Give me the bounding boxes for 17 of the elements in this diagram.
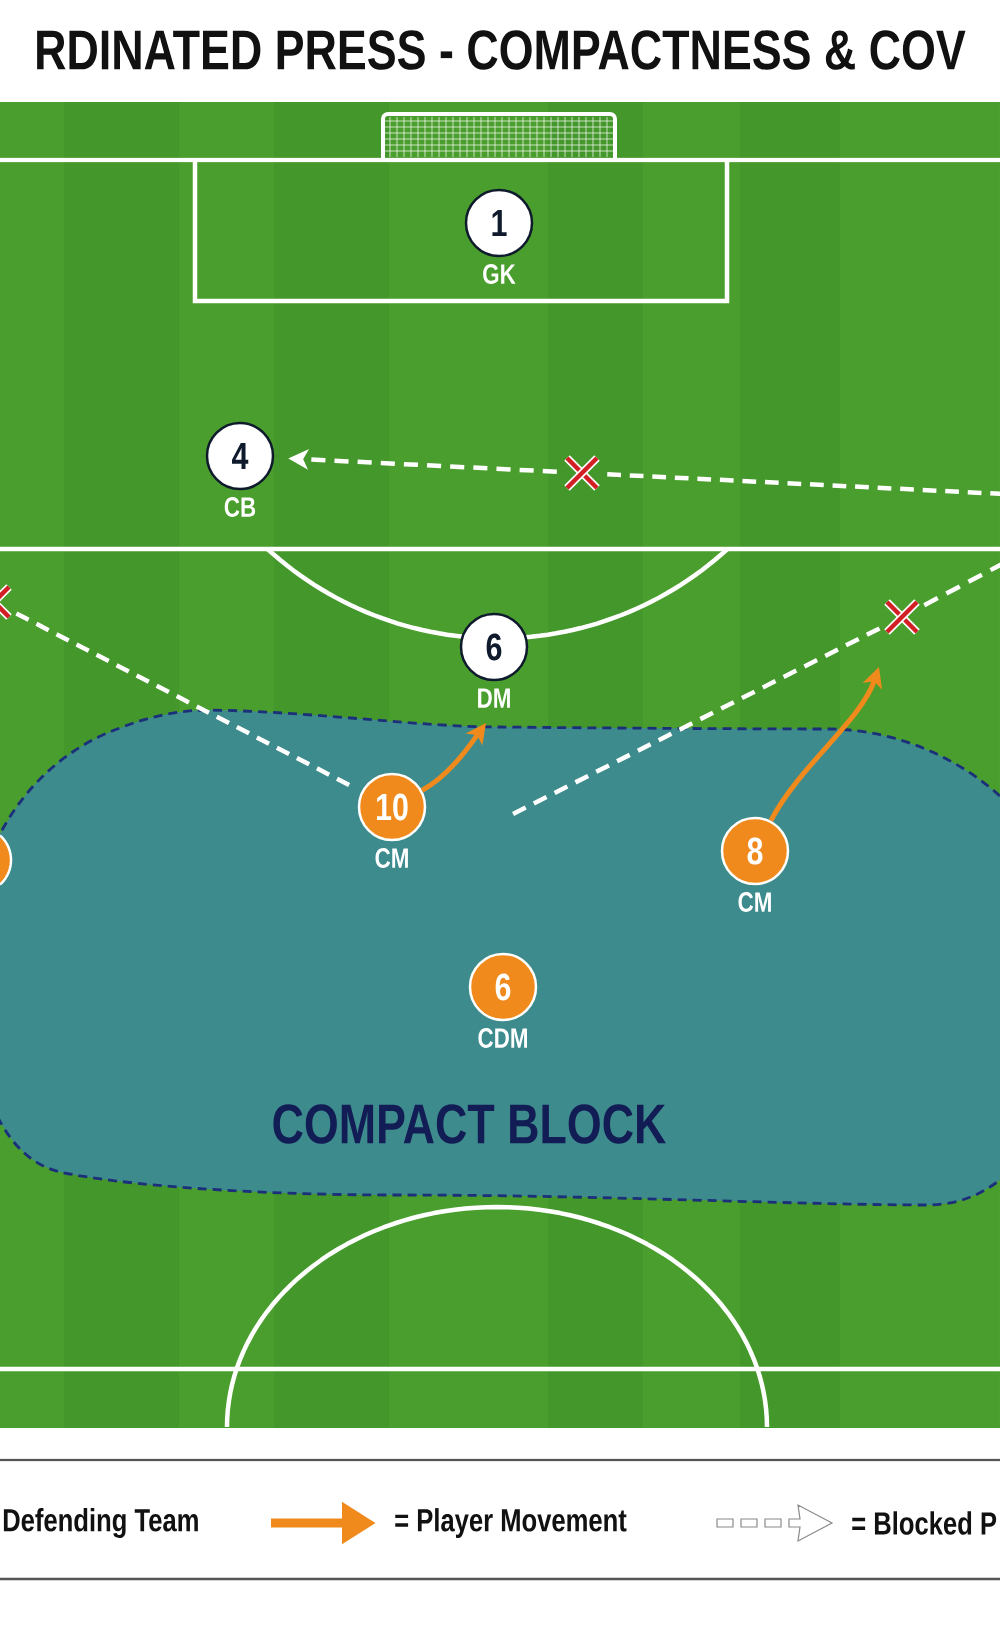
legend-label: Defending Team xyxy=(3,1508,198,1538)
blocked-cross xyxy=(884,599,920,635)
position-label: GK xyxy=(483,264,516,284)
blocked-cross xyxy=(564,455,600,491)
pass-line xyxy=(923,561,1000,608)
position-label: CDM xyxy=(478,1028,527,1048)
position-label: DM xyxy=(478,688,510,708)
title: RDINATED PRESS - COMPACTNESS & COV xyxy=(37,30,966,70)
legend-label: = Blocked P xyxy=(852,1511,997,1535)
position-label: CB xyxy=(224,497,256,517)
blocked-cross xyxy=(0,584,12,620)
pass-line xyxy=(512,626,881,816)
pass-line xyxy=(15,611,351,787)
position-label: CM xyxy=(375,848,408,868)
legend-label: = Player Movement xyxy=(395,1508,627,1538)
pass-line xyxy=(607,472,1000,497)
position-label: CM xyxy=(738,892,771,912)
